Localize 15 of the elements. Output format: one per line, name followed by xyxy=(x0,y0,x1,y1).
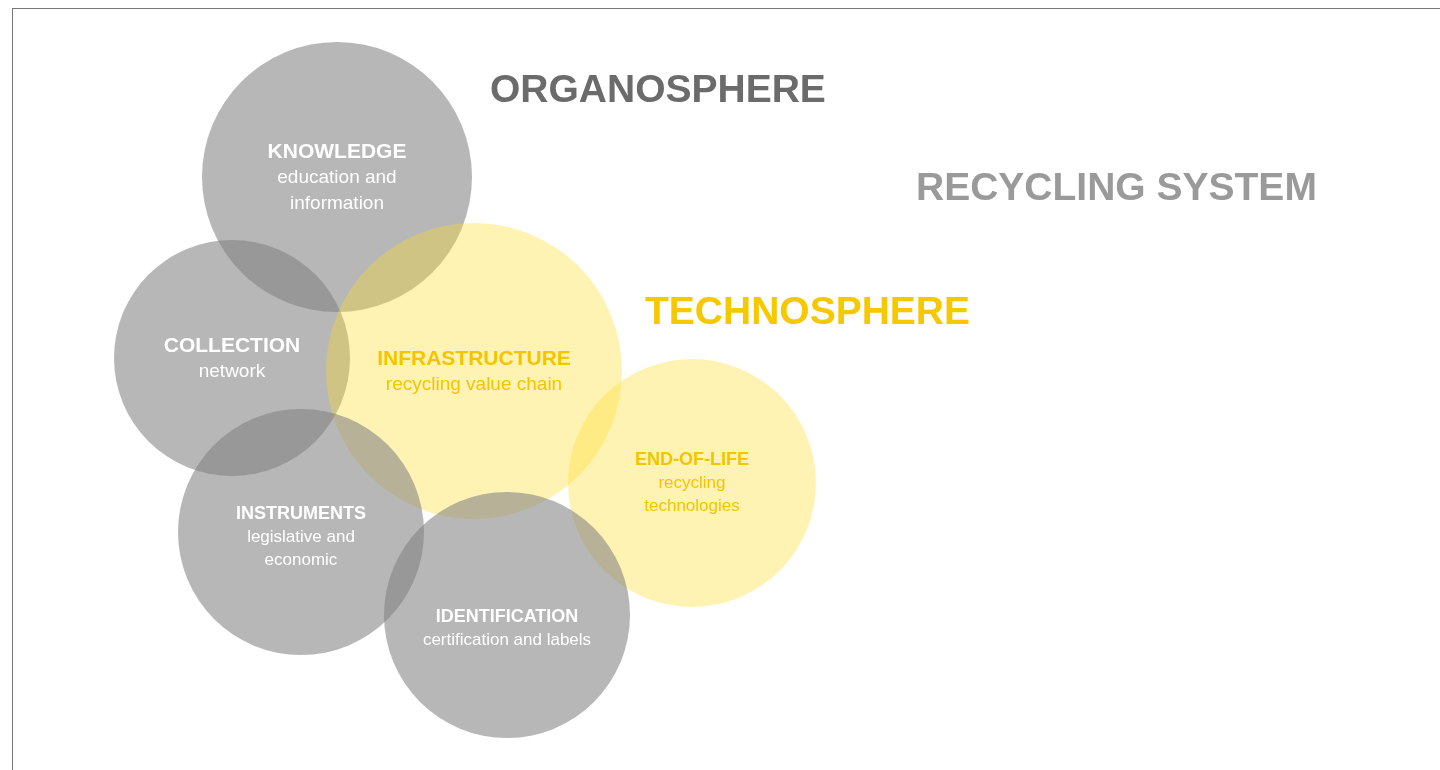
circle-description: certification and labels xyxy=(422,628,592,651)
circle-heading: END-OF-LIFE xyxy=(635,448,749,471)
circle-heading: INSTRUMENTS xyxy=(236,502,366,525)
circle-description: network xyxy=(198,359,266,384)
sphere-title: RECYCLING SYSTEM xyxy=(916,164,1317,210)
circle-description: recycling technologies xyxy=(643,471,741,518)
circle-description: legislative and economic xyxy=(246,525,356,572)
circle-heading: INFRASTRUCTURE xyxy=(377,344,571,371)
circle-heading: KNOWLEDGE xyxy=(267,137,407,164)
sphere-title: ORGANOSPHERE xyxy=(490,66,826,112)
circle-description: recycling value chain xyxy=(385,372,563,397)
circle-heading: IDENTIFICATION xyxy=(435,605,579,628)
sphere-title: TECHNOSPHERE xyxy=(645,288,971,334)
circle-description: education and information xyxy=(276,165,398,216)
circle-heading: COLLECTION xyxy=(163,331,301,358)
